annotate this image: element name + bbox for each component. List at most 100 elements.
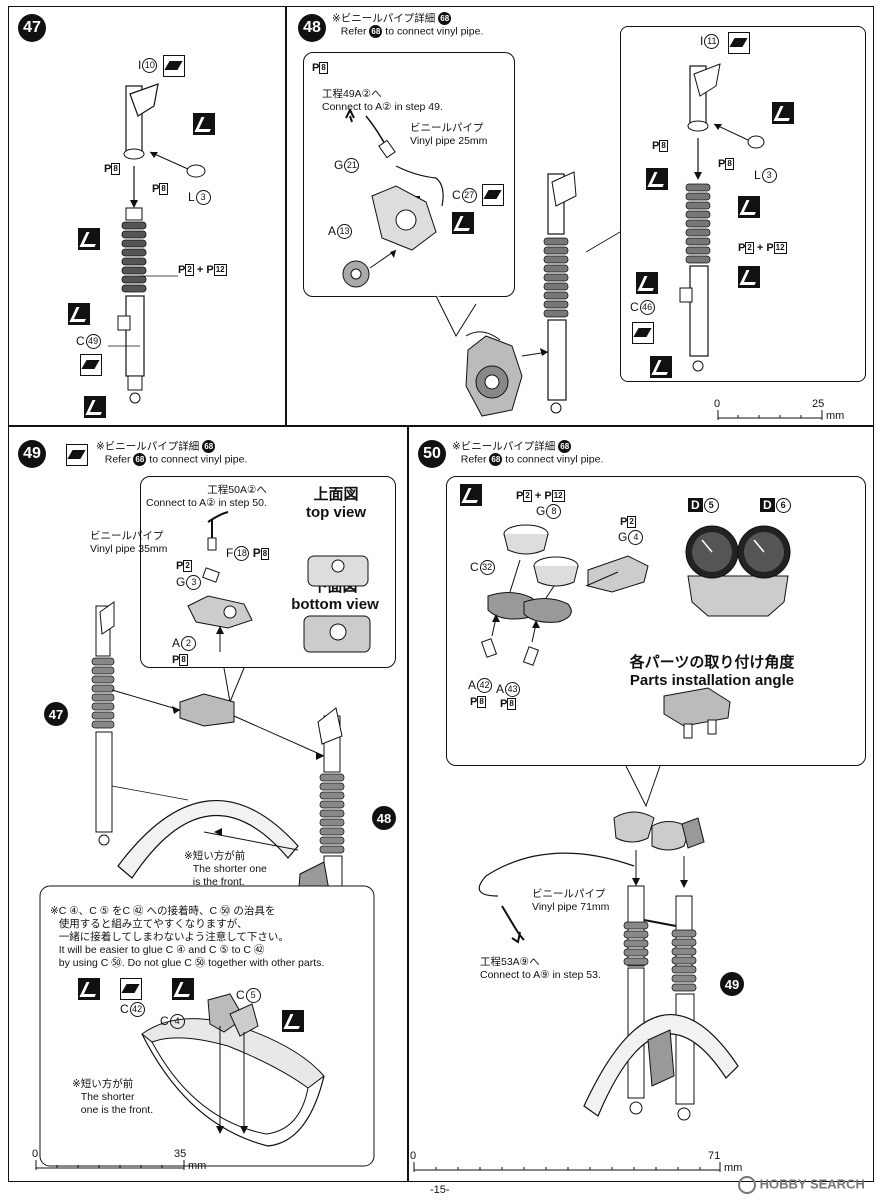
cement-icon [738,266,760,288]
glue-icon [728,32,750,54]
step-48-vinyl-callout [303,52,515,297]
glue-icon [80,354,102,376]
cement-icon [460,484,482,506]
step-50-number: 50 [418,440,446,468]
scale-start: 0 [410,1150,417,1162]
step-49-scale: 0 35 mm [32,1148,222,1176]
callout-vinyl-label: ビニールパイプ Vinyl pipe 35mm [90,530,168,555]
label-i10-number: 10 [142,58,158,74]
tip-note: ※C ④、C ⑤ をC ㊷ への接着時、C ㊿ の治具を 使用すると組み立てやす… [50,905,325,969]
cement-icon [772,102,794,124]
step-48-note: ※ビニールパイプ詳細 68 Refer 68 to connect vinyl … [332,12,484,39]
step-49-number: 49 [18,440,46,468]
ref-step-49: 49 [720,972,744,996]
glue-icon [163,55,185,77]
step-50-scale: 0 71 mm [410,1150,750,1178]
scale-end: 35 [174,1148,187,1160]
step-47-panel [8,6,286,426]
watermark-text: HOBBY SEARCH [759,1176,865,1192]
glue-icon [66,444,88,466]
ref-step-48: 48 [372,806,396,830]
watermark-icon [738,1176,756,1194]
cement-icon [78,978,100,1000]
glue-icon [482,184,504,206]
scale-start: 0 [714,398,721,410]
cement-icon [84,396,106,418]
glue-icon [120,978,142,1000]
cement-icon [282,1010,304,1032]
step-49-note: ※ビニールパイプ詳細 68 Refer 68 to connect vinyl … [96,440,248,467]
page-number: -15- [430,1184,450,1196]
step-50-callout [446,476,866,766]
cement-icon [650,356,672,378]
scale-start: 0 [32,1148,39,1160]
step-48-scale: 0 25 mm [714,398,854,426]
step-50-note: ※ビニールパイプ詳細 68 Refer 68 to connect vinyl … [452,440,604,467]
scale-unit: mm [826,410,845,422]
cement-icon [172,978,194,1000]
cement-icon [78,228,100,250]
step-47-drawing [108,83,206,404]
callout-connect-note: 工程49A②へ Connect to A② in step 49. [322,88,443,113]
glue-icon [632,322,654,344]
callout-connect-note: 工程50A②へ Connect to A② in step 50. [146,484,267,509]
cement-icon [738,196,760,218]
step-49-panel [8,426,408,1182]
step-49-drawing [39,511,375,1167]
step-47-number: 47 [18,14,46,42]
scale-unit: mm [188,1160,207,1172]
watermark: HOBBY SEARCH [738,1176,865,1194]
scale-unit: mm [724,1162,743,1174]
cement-icon [646,168,668,190]
cement-icon [68,303,90,325]
step-48-right-drawing [679,63,765,372]
callout-vinyl-label: ビニールパイプ Vinyl pipe 25mm [410,122,488,147]
ref-step-47: 47 [44,702,68,726]
scale-end: 71 [708,1150,721,1162]
step-48-drawing [342,107,621,417]
step-50-drawing [478,524,791,1121]
step-48-number: 48 [298,14,326,42]
cement-icon [452,212,474,234]
step-50-panel [408,426,874,1182]
cement-icon [193,113,215,135]
step-50-connect-note: 工程53A⑨へ Connect to A⑨ in step 53. [480,956,601,981]
label-i10-letter: I [138,58,142,72]
shorter-front-note-2: ※短い方が前 The shorter one is the front. [72,1078,154,1116]
vinyl-pipe-71-label: ビニールパイプ Vinyl pipe 71mm [532,888,610,913]
scale-end: 25 [812,398,825,410]
